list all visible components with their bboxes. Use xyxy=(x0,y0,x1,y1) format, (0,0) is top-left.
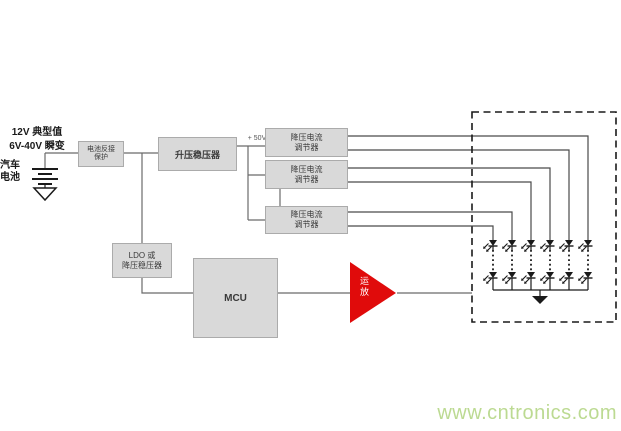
led-string xyxy=(482,239,499,290)
block-boost-regulator: 升压稳压器 xyxy=(158,137,237,171)
input-voltage-line1: 12V 典型值 xyxy=(11,127,63,138)
battery-label: 汽车 电池 xyxy=(0,160,20,183)
power-input-wires xyxy=(44,145,472,294)
led-string xyxy=(520,239,537,290)
led-string xyxy=(539,239,556,290)
block-mcu: MCU xyxy=(193,258,278,338)
block-reverse-protection: 电池反接 保护 xyxy=(78,141,124,167)
block-buck-regulator-3: 降压电流 调节器 xyxy=(265,206,348,234)
battery-symbol xyxy=(32,168,58,188)
rail-voltage-label: + 50V xyxy=(247,135,267,142)
block-ldo: LDO 或 降压稳压器 xyxy=(112,243,172,278)
ground-symbol xyxy=(32,187,58,202)
led-feed-wires xyxy=(348,135,589,240)
opamp-triangle xyxy=(350,262,396,323)
led-module xyxy=(471,111,617,323)
led-module-dashed-border xyxy=(471,111,617,323)
opamp-label: 运放 xyxy=(359,276,369,297)
input-voltage-note: 12V 典型值 6V-40V 瞬变 xyxy=(5,126,69,154)
led-string xyxy=(501,239,518,290)
block-buck-regulator-1: 降压电流 调节器 xyxy=(265,128,348,157)
block-buck-regulator-2: 降压电流 调节器 xyxy=(265,160,348,189)
module-ground-symbol xyxy=(532,290,548,304)
watermark-text: www.cntronics.com xyxy=(437,402,617,424)
led-string xyxy=(577,239,594,290)
led-string xyxy=(558,239,575,290)
input-voltage-line2: 6V-40V 瞬变 xyxy=(9,141,65,152)
